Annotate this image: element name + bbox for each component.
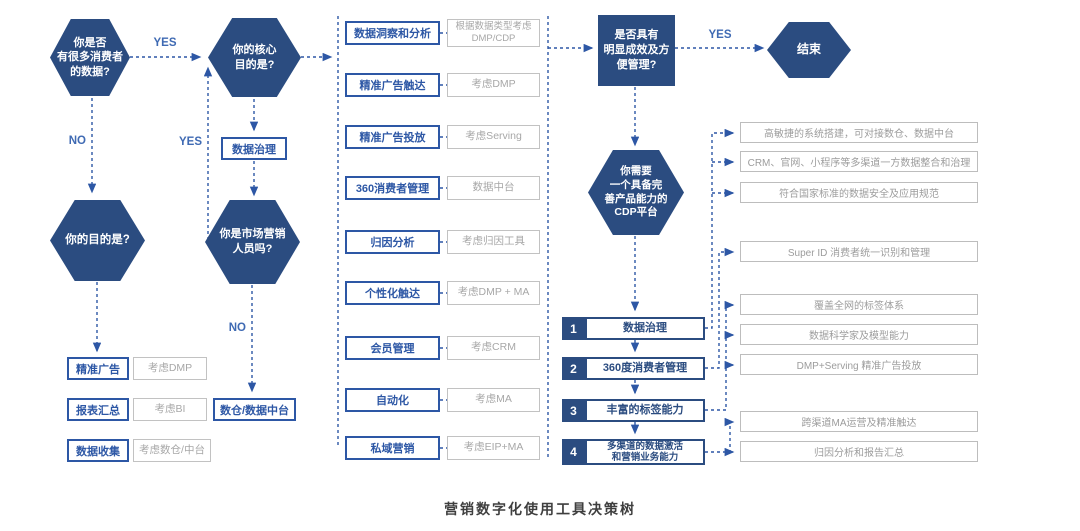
feature-tag-system: 覆盖全网的标签体系 (740, 294, 978, 315)
consider-box-eip-ma: 考虑EIP+MA (447, 436, 540, 460)
need-box-ad-serving: 精准广告投放 (345, 125, 440, 149)
feature-data-science: 数据科学家及模型能力 (740, 324, 978, 345)
feature-dmp-serving: DMP+Serving 精准广告投放 (740, 354, 978, 375)
need-box-attribution: 归因分析 (345, 230, 440, 254)
box-consider-bi: 考虑BI (133, 398, 207, 421)
consider-box-attribution-tool: 考虑归因工具 (447, 230, 540, 254)
label-no-hasdata: NO (68, 135, 86, 147)
feature-crm-channels: CRM、官网、小程序等多渠道一方数据整合和治理 (740, 151, 978, 172)
hex-your-purpose: 你的目的是? (50, 200, 145, 281)
capability-number-1: 1 (562, 317, 585, 340)
capability-number-2: 2 (562, 357, 585, 380)
box-data-warehouse: 数仓/数据中台 (213, 398, 296, 421)
label-no-marketer: NO (228, 322, 246, 334)
box-data-governance: 数据治理 (221, 137, 287, 160)
box-effective-manageable: 是否具有 明显成效及方 便管理? (598, 15, 675, 86)
hex-are-you-marketer: 你是市场营销 人员吗? (205, 200, 300, 284)
consider-box-serving: 考虑Serving (447, 125, 540, 149)
need-box-ad-reach: 精准广告触达 (345, 73, 440, 97)
box-consider-warehouse: 考虑数仓/中台 (133, 439, 211, 462)
feature-cross-channel-ma: 跨渠道MA运营及精准触达 (740, 411, 978, 432)
consider-box-dmp-ma: 考虑DMP + MA (447, 281, 540, 305)
hex-core-purpose: 你的核心 目的是? (208, 18, 301, 97)
capability-box-360: 360度消费者管理 (585, 357, 705, 380)
consider-box-data-platform: 数据中台 (447, 176, 540, 200)
label-yes-effective: YES (708, 29, 732, 41)
capability-number-4: 4 (562, 439, 585, 465)
need-box-personalized: 个性化触达 (345, 281, 440, 305)
consider-box-ma: 考虑MA (447, 388, 540, 412)
feature-attribution-report: 归因分析和报告汇总 (740, 441, 978, 462)
capability-box-tags: 丰富的标签能力 (585, 399, 705, 422)
need-box-insight: 数据洞察和分析 (345, 21, 440, 45)
box-precise-ads: 精准广告 (67, 357, 129, 380)
box-data-collection: 数据收集 (67, 439, 129, 462)
need-box-360-consumer: 360消费者管理 (345, 176, 440, 200)
consider-box-dmp-cdp: 根据数据类型考虑 DMP/CDP (447, 19, 540, 47)
consider-box-crm: 考虑CRM (447, 336, 540, 360)
hex-end: 结束 (767, 22, 851, 78)
box-report-summary: 报表汇总 (67, 398, 129, 421)
feature-super-id: Super ID 消费者统一识别和管理 (740, 241, 978, 262)
feature-agile-system: 高敏捷的系统搭建，可对接数仓、数据中台 (740, 122, 978, 143)
feature-data-security: 符合国家标准的数据安全及应用规范 (740, 182, 978, 203)
label-yes-marketer: YES (178, 136, 202, 148)
hex-need-cdp-platform: 你需要 一个具备完 善产品能力的 CDP平台 (588, 150, 684, 235)
capability-number-3: 3 (562, 399, 585, 422)
need-box-private-domain: 私域营销 (345, 436, 440, 460)
hex-has-consumer-data: 你是否 有很多消费者 的数据? (50, 19, 130, 96)
diagram-caption: 营销数字化使用工具决策树 (444, 501, 636, 517)
consider-box-dmp: 考虑DMP (447, 73, 540, 97)
label-yes-hasdata: YES (153, 37, 177, 49)
box-consider-dmp: 考虑DMP (133, 357, 207, 380)
capability-box-activation: 多渠道的数据激活 和营销业务能力 (585, 439, 705, 465)
capability-box-governance: 数据治理 (585, 317, 705, 340)
need-box-membership: 会员管理 (345, 336, 440, 360)
need-box-automation: 自动化 (345, 388, 440, 412)
